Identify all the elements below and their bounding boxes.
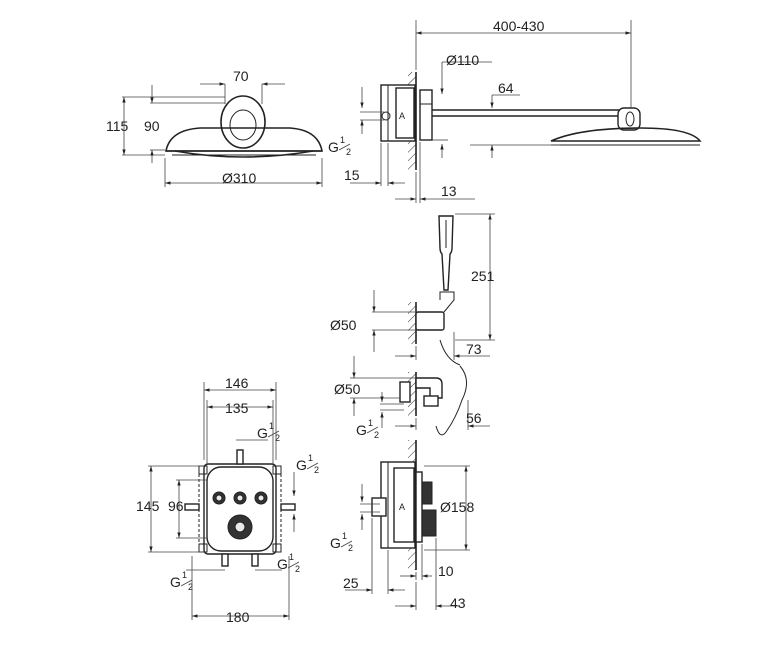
concealed-body-top: A [380, 84, 433, 142]
hand-shower [438, 215, 454, 291]
thread-g-front-top: G [257, 425, 268, 441]
thread-num-outlet: 1 [368, 418, 373, 428]
dim-10-label: 10 [438, 563, 454, 579]
dim-73: 73 [395, 332, 490, 360]
dim-110-label: Ø110 [446, 52, 479, 68]
dim-56: 56 [395, 400, 490, 430]
dim-g-thread-front-bottom: G 1 2 G 1 2 [170, 552, 300, 592]
thermostat-body-side: A [371, 461, 437, 549]
dim-50-holder: Ø50 [330, 290, 416, 352]
dim-64: 64 [470, 80, 560, 158]
thread-num-top: 1 [340, 135, 345, 145]
dim-145-label: 145 [136, 498, 160, 514]
thread-g-front-br: G [277, 556, 288, 572]
thread-den-front-top: 2 [275, 433, 280, 443]
dim-96-label: 96 [168, 498, 184, 514]
dim-146-label: 146 [225, 375, 249, 391]
dim-251: 251 [455, 213, 495, 341]
dim-56-label: 56 [466, 410, 482, 426]
dim-158: Ø158 [424, 465, 474, 551]
dim-g-thread-top: G 1 2 [328, 87, 384, 157]
dim-50a-label: Ø50 [330, 317, 357, 333]
dim-13: 13 [395, 142, 475, 203]
dim-145-96: 145 96 [136, 465, 207, 553]
head-shower-front-view [165, 95, 323, 158]
thread-den-outlet: 2 [374, 430, 379, 440]
thread-num-side: 1 [342, 531, 347, 541]
thread-den-top: 2 [346, 147, 351, 157]
thread-g-side: G [330, 535, 341, 551]
dim-400-430-label: 400-430 [493, 18, 545, 34]
dim-10: 10 [400, 544, 454, 580]
dim-15-label: 15 [344, 167, 360, 183]
dim-70: 70 [200, 68, 285, 104]
dim-25-label: 25 [343, 575, 359, 591]
thread-den-front-br: 2 [295, 564, 300, 574]
dim-43-label: 43 [450, 595, 466, 611]
dim-g-thread-front-right: G 1 2 [292, 453, 319, 532]
thread-g-front-right: G [296, 457, 307, 473]
dim-158-label: Ø158 [440, 499, 474, 515]
thermostat-faceplate [206, 466, 274, 552]
dim-g-thread-front-top: G 1 2 [236, 421, 280, 443]
dim-251-label: 251 [471, 268, 495, 284]
thread-num-front-top: 1 [269, 421, 274, 431]
wall-section-holder [408, 302, 417, 344]
dim-70-label: 70 [233, 68, 249, 84]
dim-146: 146 [203, 375, 277, 460]
thread-num-front-br: 1 [289, 552, 294, 562]
dim-400-430: 400-430 [415, 18, 632, 108]
dim-g-thread-side: G 1 2 [330, 484, 380, 553]
dim-g-thread-outlet: G 1 2 [356, 392, 404, 440]
dim-73-label: 73 [466, 341, 482, 357]
thread-den-front-bl: 2 [188, 582, 193, 592]
dim-115-90: 115 90 [106, 85, 225, 163]
dim-15: 15 [344, 143, 405, 186]
thread-g-top: G [328, 139, 339, 155]
thread-g-outlet: G [356, 422, 367, 438]
dim-50b-label: Ø50 [334, 381, 361, 397]
wall-outlet-elbow [399, 365, 467, 436]
thread-num-front-right: 1 [308, 453, 313, 463]
dim-64-label: 64 [498, 80, 514, 96]
thread-den-side: 2 [348, 543, 353, 553]
dim-25: 25 [343, 518, 405, 594]
dim-50-outlet: Ø50 [334, 356, 416, 416]
dim-90-label: 90 [144, 118, 160, 134]
dim-180: 180 [191, 556, 290, 625]
dim-135: 135 [206, 400, 274, 464]
dim-110: Ø110 [432, 52, 492, 158]
shower-holder [415, 291, 461, 366]
dim-115-label: 115 [106, 118, 129, 134]
dim-43: 43 [395, 538, 466, 611]
thread-g-front-bl: G [170, 574, 181, 590]
dim-13-label: 13 [441, 183, 457, 199]
dim-310-label: Ø310 [222, 170, 256, 186]
shower-arm [432, 107, 641, 131]
dim-180-label: 180 [226, 609, 250, 625]
mark-a-side: A [399, 502, 405, 512]
thread-num-front-bl: 1 [182, 570, 187, 580]
thread-den-front-right: 2 [314, 465, 319, 475]
head-shower-side [550, 127, 702, 146]
dim-310: Ø310 [164, 158, 323, 187]
mark-a-top: A [399, 111, 405, 121]
dim-135-label: 135 [225, 400, 249, 416]
